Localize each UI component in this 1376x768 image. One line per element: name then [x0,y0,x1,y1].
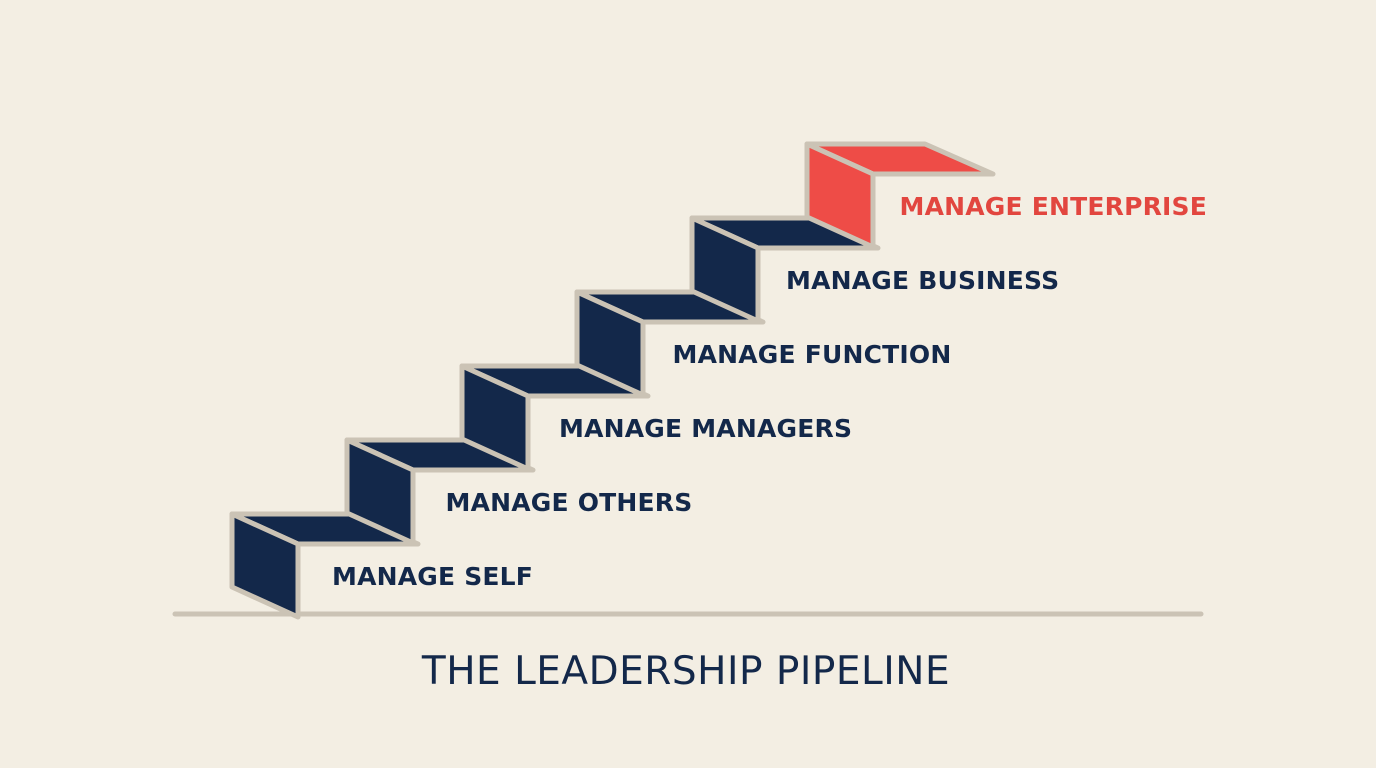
diagram-title: THE LEADERSHIP PIPELINE [421,649,950,694]
step-riser [459,363,531,472]
step-label-5: MANAGE BUSINESS [786,266,1059,295]
step-label-4: MANAGE FUNCTION [673,340,952,369]
steps-group [229,141,996,620]
step-label-1: MANAGE SELF [332,562,533,591]
step-label-3: MANAGE MANAGERS [559,414,852,443]
step-riser [574,289,646,398]
step-riser [344,437,416,546]
step-riser [229,511,301,620]
step-riser [689,215,761,324]
step-label-6: MANAGE ENTERPRISE [900,192,1208,221]
step-2 [344,437,536,546]
step-6 [804,141,996,250]
step-5 [689,215,881,324]
step-4 [574,289,766,398]
step-label-2: MANAGE OTHERS [446,488,693,517]
labels-group: MANAGE SELF MANAGE OTHERS MANAGE MANAGERS M… [332,192,1207,591]
step-riser [804,141,876,250]
step-1 [229,511,421,620]
step-3 [459,363,651,472]
